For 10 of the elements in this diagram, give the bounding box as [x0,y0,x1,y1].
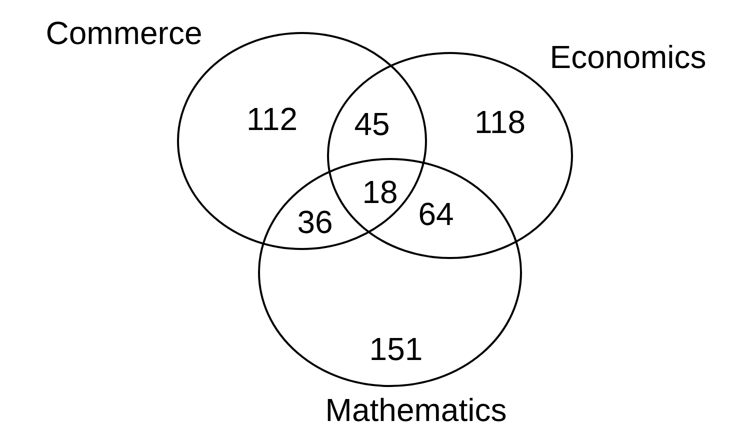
region-count: 18 [362,176,398,208]
set-name: Commerce [46,17,202,49]
region-count: 151 [369,333,423,365]
set-name: Mathematics [325,394,507,426]
region-count: 36 [297,206,333,238]
region-count: 112 [246,103,298,135]
region-count: 64 [418,198,454,230]
set-name: Economics [550,41,706,73]
region-count: 45 [354,108,390,140]
region-count: 118 [474,106,526,138]
